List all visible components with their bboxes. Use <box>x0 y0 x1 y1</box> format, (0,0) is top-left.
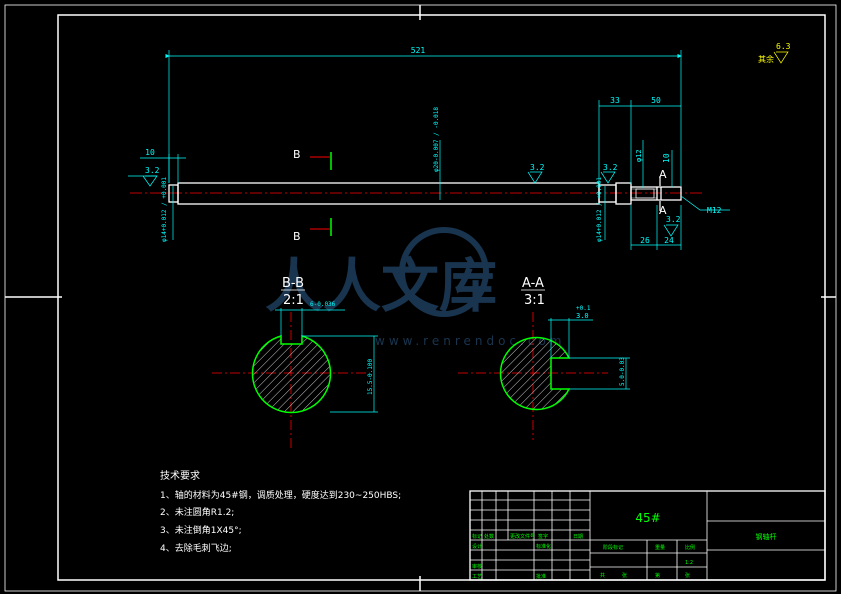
dim-main-dia-label: φ20-0.007 / -0.018 <box>433 107 440 172</box>
section-bb <box>212 312 370 450</box>
tb-sheet2: 张 <box>685 572 690 579</box>
roughness-left-label: 3.2 <box>145 166 160 175</box>
roughness-remaining-label: 其余 <box>758 54 774 64</box>
tb-total: 共 <box>600 572 605 579</box>
notes-line-1: 1、轴的材料为45#钢，调质处理，硬度达到230~250HBS; <box>160 489 401 501</box>
tb-part-name: 钢轴杆 <box>756 532 777 541</box>
tb-scale: 比例 <box>685 544 695 551</box>
dim-slot-label: 10 <box>662 153 671 163</box>
section-aa <box>458 312 608 440</box>
dim-right <box>598 100 681 184</box>
title-block-labels: 标记 处数 更改文件号 签字 日期 设计 标准化 审核 工艺 批准 阶段标记 重… <box>472 533 695 580</box>
section-bb-depth: 15.5-0.100 <box>367 358 374 395</box>
section-bb-key-width: 6-0.036 <box>310 301 336 308</box>
roughness-right <box>600 171 616 184</box>
roughness-left <box>128 175 158 187</box>
dim-end-dia-label: φ12 <box>635 149 643 162</box>
dim-left-dia-label: φ14+0.012 / +0.001 <box>161 177 168 242</box>
dim-26-label: 26 <box>640 236 650 245</box>
section-b-label-bottom: B <box>293 230 301 243</box>
notes-line-2: 2、未注圆角R1.2; <box>160 506 234 518</box>
notes-line-3: 3、未注倒角1X45°; <box>160 524 242 536</box>
dim-24-label: 24 <box>664 236 674 245</box>
section-aa-scale: 3:1 <box>524 293 545 308</box>
tb-review: 审核 <box>472 563 482 570</box>
tb-count: 处数 <box>484 533 494 540</box>
roughness-remaining-value: 6.3 <box>776 42 791 51</box>
dim-thread-leader <box>680 195 730 211</box>
section-aa-tol: +0.1 <box>576 305 591 312</box>
tb-weight: 重量 <box>655 544 665 551</box>
dim-mid-dia-label: φ14+0.012 / +0.001 <box>596 177 603 242</box>
tb-approve: 批准 <box>536 573 546 580</box>
roughness-main <box>527 171 543 184</box>
notes-line-4: 4、去除毛刺飞边; <box>160 542 232 554</box>
dim-10-label: 10 <box>145 148 155 157</box>
section-b-marker <box>310 152 332 236</box>
tb-material: 45# <box>635 511 660 525</box>
watermark-text: 人人文库 <box>265 252 497 320</box>
centring-marks <box>5 5 836 591</box>
section-aa-depth: 5.0-0.03 <box>619 357 626 386</box>
notes-title: 技术要求 <box>160 469 200 482</box>
roughness-main-label: 3.2 <box>530 163 545 172</box>
tb-process: 工艺 <box>472 574 482 580</box>
tb-date: 日期 <box>573 534 583 540</box>
dim-33-label: 33 <box>610 96 620 105</box>
tb-ratio: 1:2 <box>685 560 693 566</box>
tb-sheet: 张 <box>622 572 627 579</box>
section-a-label-bottom: A <box>659 204 667 217</box>
section-bb-title: B-B <box>282 276 304 291</box>
tb-standard: 标准化 <box>536 543 551 550</box>
dim-bottom-right <box>630 205 682 250</box>
shaft-outline <box>168 182 682 205</box>
tb-mark: 标记 <box>472 533 482 540</box>
section-aa-title: A-A <box>522 276 544 291</box>
roughness-end <box>663 224 679 237</box>
dim-thread-label: M12 <box>707 206 722 215</box>
roughness-end-label: 3.2 <box>666 215 681 224</box>
roughness-remaining-symbol <box>773 51 789 64</box>
section-aa-dims <box>548 318 630 390</box>
dim-overall-label: 521 <box>411 46 426 55</box>
section-bb-dims <box>275 308 378 413</box>
section-bb-scale: 2:1 <box>283 293 304 308</box>
shaft-slot <box>635 188 655 199</box>
title-block <box>469 490 826 581</box>
tb-num: 第 <box>655 572 660 579</box>
roughness-right-label: 3.2 <box>603 163 618 172</box>
section-aa-width: 3.0 <box>576 312 589 320</box>
dim-left-10 <box>140 154 186 183</box>
tb-sign: 签字 <box>538 533 548 540</box>
watermark: 人人文库 www.renrendoc.com <box>265 227 561 348</box>
section-a-label-top: A <box>659 168 667 181</box>
tb-design: 设计 <box>472 543 482 550</box>
tb-zone: 更改文件号 <box>510 533 535 540</box>
dim-50-label: 50 <box>651 96 661 105</box>
section-b-label-top: B <box>293 148 301 161</box>
tb-stage: 阶段标记 <box>603 544 623 551</box>
